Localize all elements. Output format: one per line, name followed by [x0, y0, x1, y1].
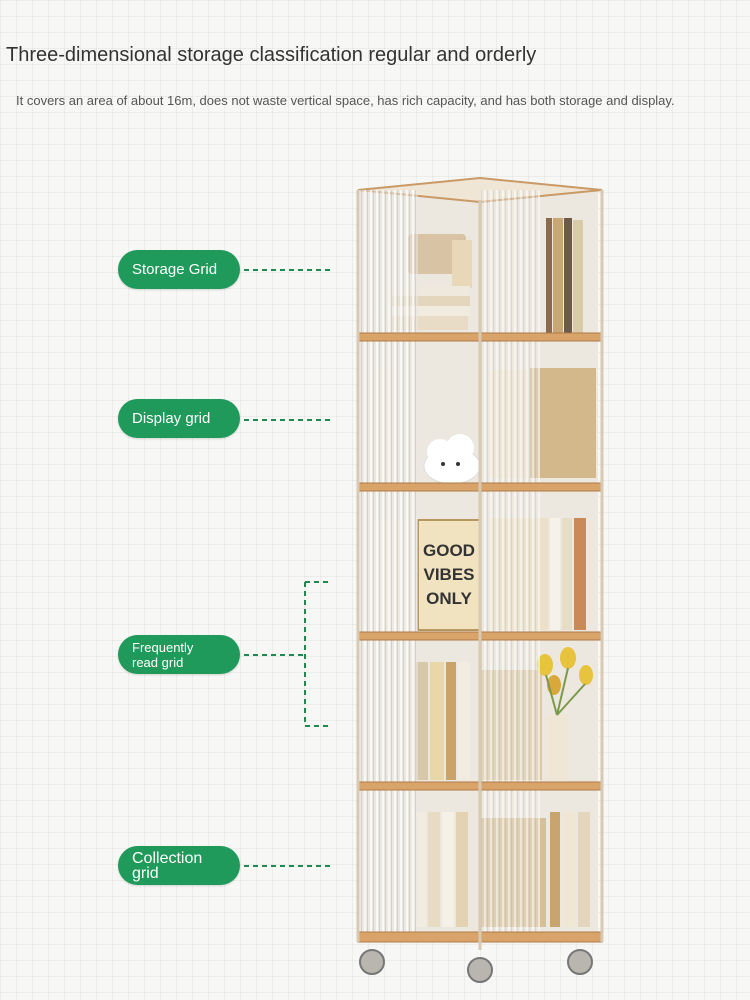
caster-wheels	[359, 949, 593, 983]
frequently-read-grid-label-text: Frequently read grid	[132, 639, 194, 670]
display-grid-label: Display grid	[118, 399, 240, 438]
radio-object	[408, 234, 466, 274]
tulip-flower	[537, 654, 553, 676]
page-title: Three-dimensional storage classification…	[6, 44, 537, 66]
frequently-read-grid-label: Frequently read grid	[118, 635, 240, 674]
storage-grid-label: Storage Grid	[118, 250, 240, 289]
svg-text:GOOD: GOOD	[423, 541, 475, 560]
svg-text:VIBES: VIBES	[423, 565, 474, 584]
acrylic-side-panel-left	[358, 190, 418, 940]
good-vibes-sign	[417, 519, 481, 631]
page-subtitle: It covers an area of about 16m, does not…	[16, 93, 675, 108]
bookshelf-image: GOOD VIBES ONLY	[356, 176, 604, 983]
flower-vase	[546, 715, 568, 780]
svg-text:ONLY: ONLY	[426, 589, 472, 608]
small-box	[452, 240, 472, 288]
collection-grid-label: Collection grid	[118, 846, 240, 885]
display-book	[530, 368, 596, 478]
display-grid-label-text: Display grid	[132, 410, 211, 427]
acrylic-side-panel-center	[480, 190, 540, 940]
storage-grid-label-text: Storage Grid	[132, 261, 218, 278]
collection-grid-label-text: Collection grid	[132, 849, 203, 882]
